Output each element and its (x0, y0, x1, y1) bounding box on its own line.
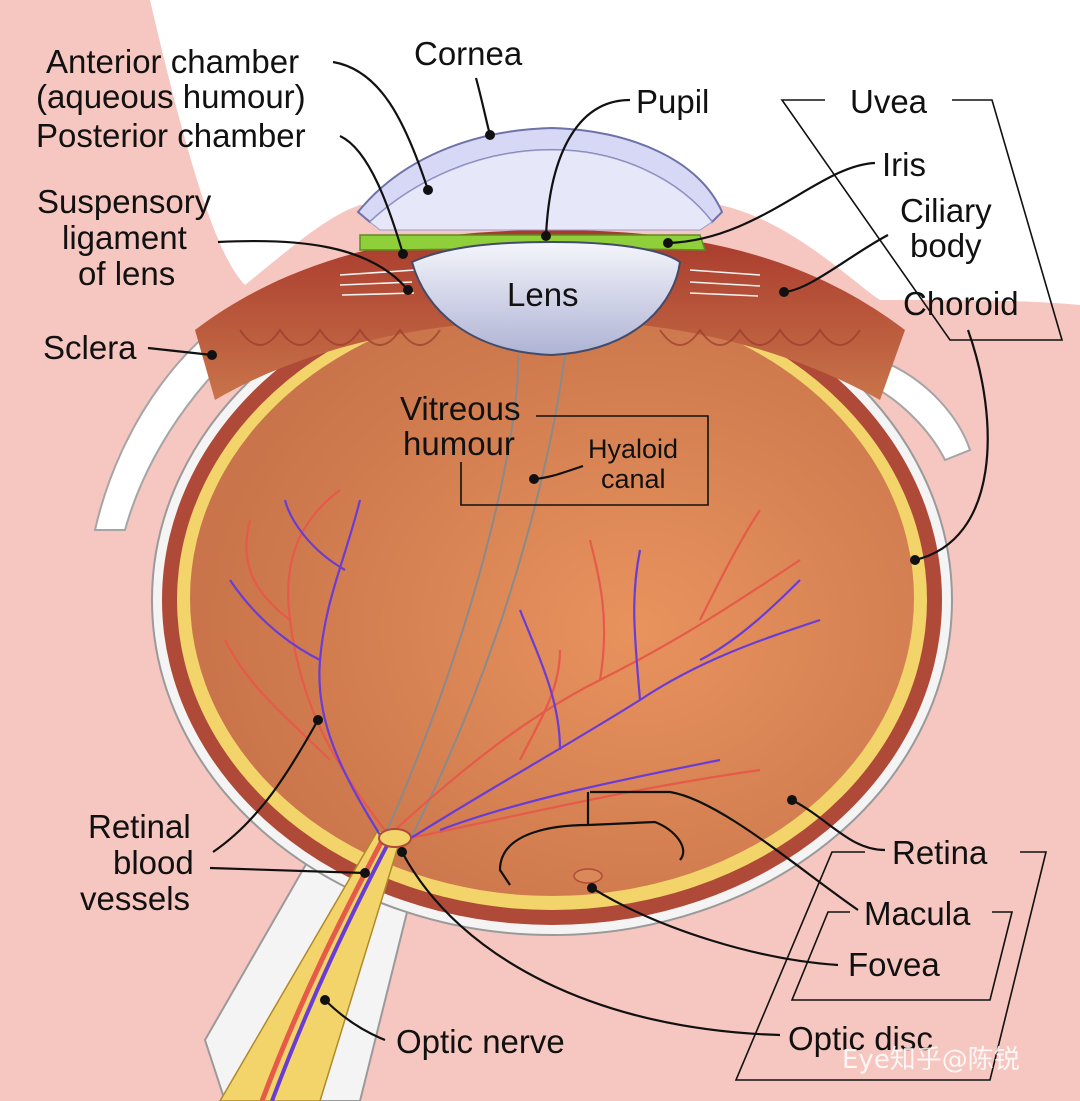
label-hyaloid-line1: Hyaloid (588, 434, 678, 464)
macula-arrow-left (498, 823, 589, 886)
dot-sclera (207, 350, 217, 360)
central-retinal-vein (270, 835, 394, 1101)
label-vitreous-line2: humour (403, 425, 515, 462)
optic-disc-mark (378, 828, 412, 848)
leader-retinal-vessels-upper (212, 719, 319, 853)
dot-posterior-chamber (398, 249, 408, 259)
bracket-vitreous (460, 415, 709, 506)
bracket-uvea (780, 99, 1064, 341)
leader-retina (791, 799, 886, 852)
label-ciliary-line1: Ciliary (900, 192, 992, 229)
label-optic-disc: Optic disc (788, 1020, 933, 1057)
leader-ciliary-body (783, 234, 889, 294)
label-pupil: Pupil (636, 83, 709, 120)
dot-anterior-chamber (423, 185, 433, 195)
label-suspensory-line2: ligament (62, 219, 187, 256)
label-optic-nerve: Optic nerve (396, 1023, 565, 1060)
leader-choroid (914, 329, 989, 562)
dot-iris (663, 238, 673, 248)
leader-fovea (591, 887, 839, 967)
leader-posterior-chamber (339, 135, 405, 255)
label-sclera: Sclera (43, 329, 137, 366)
label-choroid: Choroid (903, 285, 1019, 322)
bracket-retina (734, 851, 1048, 1081)
label-retinal-vessels-line2: blood (113, 844, 194, 881)
central-retinal-artery (259, 833, 388, 1101)
label-hyaloid-line2: canal (601, 464, 666, 494)
ciliary-folds (239, 328, 861, 346)
label-suspensory-line1: Suspensory (37, 183, 212, 220)
dot-retina (787, 795, 797, 805)
leader-optic-disc (401, 851, 781, 1037)
hyaloid-canal (384, 354, 566, 841)
retinal-veins (229, 499, 821, 846)
leader-suspensory (217, 239, 409, 291)
vitreous-body (190, 300, 914, 896)
dot-optic-nerve (320, 995, 330, 1005)
leader-iris (667, 161, 876, 245)
leader-anterior-chamber (332, 60, 430, 191)
leader-retinal-vessels-lower (209, 866, 366, 875)
leader-sclera (147, 346, 213, 357)
macula-arrow-right (587, 820, 685, 861)
label-vitreous-line1: Vitreous (400, 390, 520, 427)
label-uvea: Uvea (850, 83, 928, 120)
dot-ciliary-body (779, 287, 789, 297)
label-anterior-chamber-line1: Anterior chamber (46, 43, 299, 80)
watermark-text: Eye知乎@陈锐 (842, 1045, 1020, 1075)
label-anterior-chamber-line2: (aqueous humour) (36, 78, 306, 115)
dot-pupil (541, 231, 551, 241)
label-ciliary-line2: body (910, 227, 982, 264)
dot-cornea (485, 130, 495, 140)
dot-choroid (910, 555, 920, 565)
label-fovea: Fovea (848, 946, 940, 983)
label-macula: Macula (864, 895, 971, 932)
label-retinal-vessels-line1: Retinal (88, 808, 191, 845)
fovea-mark (573, 868, 603, 884)
right-eyelid-band (868, 358, 972, 462)
lens-shape (410, 240, 682, 357)
dot-retinal-vessels-lower (360, 868, 370, 878)
label-retina: Retina (892, 834, 988, 871)
label-cornea: Cornea (414, 35, 523, 72)
bracket-macula (790, 911, 1014, 1001)
dot-fovea (587, 883, 597, 893)
dot-optic-disc (397, 847, 407, 857)
label-retinal-vessels-line3: vessels (80, 880, 190, 917)
dot-retinal-vessels-upper (313, 715, 323, 725)
leader-pupil (544, 98, 631, 237)
label-iris: Iris (882, 146, 926, 183)
dot-suspensory (403, 285, 413, 295)
anterior-chamber (369, 149, 713, 231)
label-lens: Lens (507, 276, 579, 313)
dot-hyaloid (529, 474, 539, 484)
label-suspensory-line3: of lens (78, 255, 175, 292)
leader-macula (590, 790, 859, 911)
leader-optic-nerve (324, 999, 386, 1042)
label-posterior-chamber: Posterior chamber (36, 117, 306, 154)
